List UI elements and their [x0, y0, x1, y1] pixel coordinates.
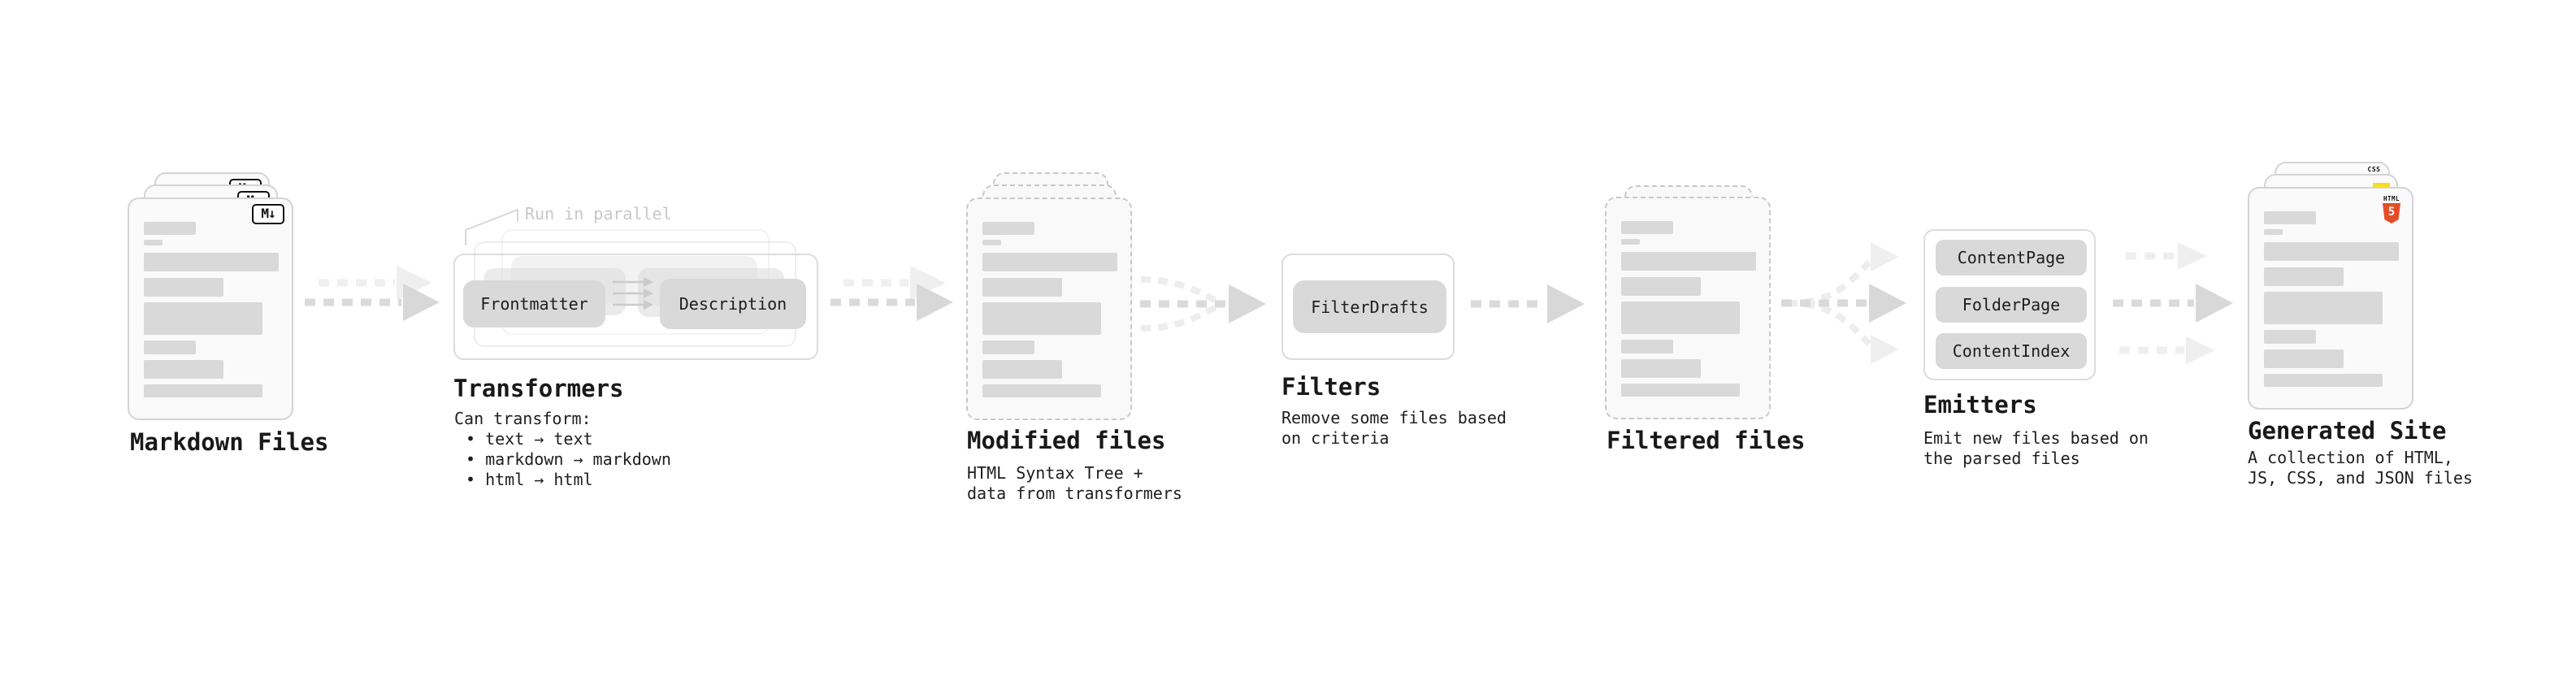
generated-site-label: Generated Site — [2248, 417, 2447, 445]
filtered-files-label: Filtered files — [1607, 427, 1806, 454]
placeholder-bar — [982, 384, 1101, 397]
placeholder-bar — [1621, 359, 1701, 378]
modified-subtitle-line: HTML Syntax Tree + — [967, 463, 1143, 483]
placeholder-bar — [144, 253, 279, 271]
arrow-markdown-to-transformers — [305, 266, 440, 321]
emitters-subtitle-line: the parsed files — [1923, 449, 2080, 468]
placeholder-bar — [2264, 292, 2383, 324]
emitters-label: Emitters — [1923, 391, 2037, 419]
placeholder-bar — [144, 240, 163, 245]
html-file-card: HTML 5 — [2248, 187, 2413, 410]
markdown-files-label: Markdown Files — [130, 428, 329, 456]
placeholder-bar — [144, 340, 196, 354]
placeholder-bar — [1621, 221, 1673, 234]
filterdrafts-pill: FilterDrafts — [1293, 280, 1446, 333]
filters-subtitle-line: on criteria — [1281, 428, 1390, 448]
modified-files-label: Modified files — [967, 427, 1166, 454]
filters-label: Filters — [1281, 373, 1381, 401]
arrow-transformers-to-modified — [830, 266, 953, 321]
placeholder-bar — [1621, 340, 1673, 354]
emitters-subtitle-line: Emit new files based on — [1923, 428, 2149, 448]
placeholder-bar — [2264, 374, 2383, 387]
placeholder-bar — [1621, 384, 1740, 397]
placeholder-bar — [2264, 229, 2283, 235]
generated-subtitle-line: A collection of HTML, — [2248, 448, 2453, 467]
modified-subtitle-line: data from transformers — [967, 484, 1182, 503]
placeholder-bar — [982, 340, 1034, 354]
placeholder-bar — [2264, 211, 2316, 224]
filtered-file-stack — [1605, 185, 1771, 419]
placeholder-bar — [2264, 330, 2316, 344]
frontmatter-pill: Frontmatter — [463, 280, 605, 327]
placeholder-bar — [982, 253, 1117, 271]
placeholder-bar — [2264, 242, 2399, 261]
arrow-filters-to-filtered — [1471, 284, 1585, 323]
placeholder-bar — [982, 360, 1062, 379]
html5-icon: HTML 5 — [2382, 195, 2401, 223]
generated-site-stack: CSS HTML 5 — [2248, 162, 2413, 410]
transformers-subtitle-line: Can transform: — [454, 409, 592, 428]
transformers-bullet: • markdown → markdown — [466, 449, 671, 469]
description-pill: Description — [660, 279, 806, 329]
markdown-file-stack: M↓ M↓ M↓ — [128, 172, 293, 420]
placeholder-bar — [982, 240, 1001, 245]
arrow-emitters-to-generated — [2113, 242, 2233, 364]
filters-subtitle: Remove some files based on criteria — [1281, 408, 1507, 449]
filters-box: FilterDrafts — [1281, 254, 1455, 360]
emitters-subtitle: Emit new files based on the parsed files — [1923, 428, 2149, 469]
placeholder-bar — [1621, 252, 1756, 271]
contentindex-pill: ContentIndex — [1936, 333, 2087, 369]
placeholder-bar — [2264, 267, 2344, 286]
placeholder-bar — [144, 360, 223, 379]
generated-subtitle-line: JS, CSS, and JSON files — [2248, 468, 2473, 488]
placeholder-bar — [144, 302, 262, 335]
transformer-box-front: Frontmatter Description — [453, 254, 818, 360]
arrow-modified-to-filters — [1140, 276, 1266, 332]
transformers-bullet: • html → html — [466, 470, 593, 489]
markdown-file-card-front: M↓ — [128, 197, 293, 420]
transformers-label: Transformers — [453, 375, 624, 402]
modified-file-stack — [966, 172, 1132, 420]
folderpage-pill: FolderPage — [1936, 287, 2087, 323]
placeholder-bar — [144, 222, 196, 235]
transformers-subtitle: Can transform: • text → text • markdown … — [454, 409, 671, 490]
placeholder-bar — [982, 222, 1034, 235]
placeholder-bar — [982, 278, 1062, 297]
placeholder-bar — [1621, 277, 1701, 296]
modified-file-card-front — [966, 197, 1132, 420]
parallel-arrows-icon — [613, 277, 653, 310]
filters-subtitle-line: Remove some files based — [1281, 408, 1507, 427]
placeholder-bar — [982, 302, 1101, 335]
contentpage-pill: ContentPage — [1936, 240, 2087, 275]
modified-files-subtitle: HTML Syntax Tree + data from transformer… — [967, 463, 1182, 504]
placeholder-bar — [2264, 349, 2344, 368]
placeholder-bar — [1621, 301, 1740, 334]
filtered-file-card-front — [1605, 197, 1771, 419]
arrow-filtered-to-emitters — [1781, 242, 1906, 364]
emitters-box: ContentPage FolderPage ContentIndex — [1923, 229, 2096, 380]
transformers-bullet: • text → text — [466, 429, 593, 449]
run-in-parallel-annotation: Run in parallel — [525, 204, 672, 223]
generated-site-subtitle: A collection of HTML, JS, CSS, and JSON … — [2248, 448, 2473, 488]
placeholder-bar — [144, 384, 262, 397]
placeholder-bar — [144, 278, 223, 297]
markdown-icon: M↓ — [252, 204, 284, 224]
placeholder-bar — [1621, 239, 1640, 245]
